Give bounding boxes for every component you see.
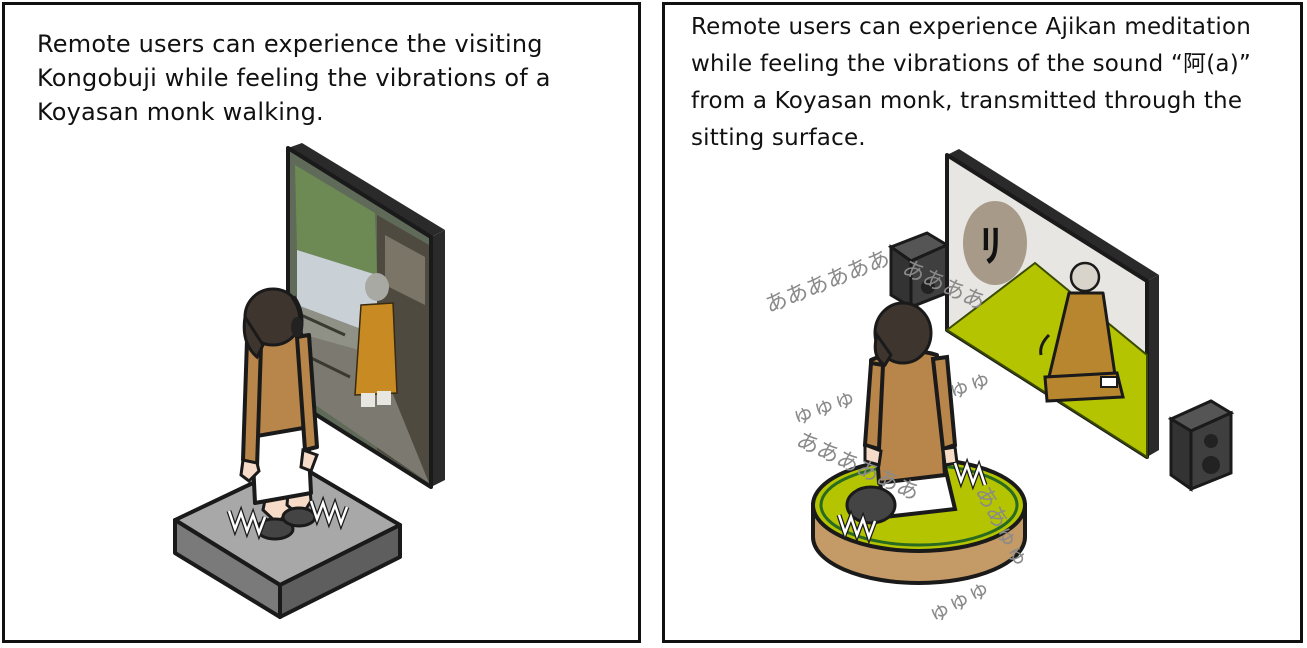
- svg-text:ゅゅ: ゅゅ: [945, 366, 995, 405]
- vibration-marks: [836, 457, 988, 545]
- seated-user-figure: [845, 301, 959, 525]
- left-panel: Remote users can experience the visiting…: [2, 2, 641, 643]
- display-screen: ﾘ: [945, 149, 1159, 459]
- standing-vibration-illustration: [173, 143, 445, 619]
- vibration-marks: [226, 495, 350, 541]
- right-panel: Remote users can experience Ajikan medit…: [662, 2, 1303, 643]
- svg-text:ああああああ: ああああああ: [762, 246, 894, 319]
- display-screen: [286, 143, 445, 489]
- sanskrit-a-glyph: ﾘ: [980, 221, 1002, 272]
- left-caption: Remote users can experience the visiting…: [37, 30, 551, 126]
- right-caption: Remote users can experience Ajikan medit…: [691, 14, 1252, 151]
- standing-user-figure: [239, 287, 319, 541]
- speaker-front: [1167, 399, 1235, 492]
- svg-text:ゅゅゅ: ゅゅゅ: [789, 385, 860, 431]
- meditation-vibration-illustration: ﾘ: [762, 149, 1235, 628]
